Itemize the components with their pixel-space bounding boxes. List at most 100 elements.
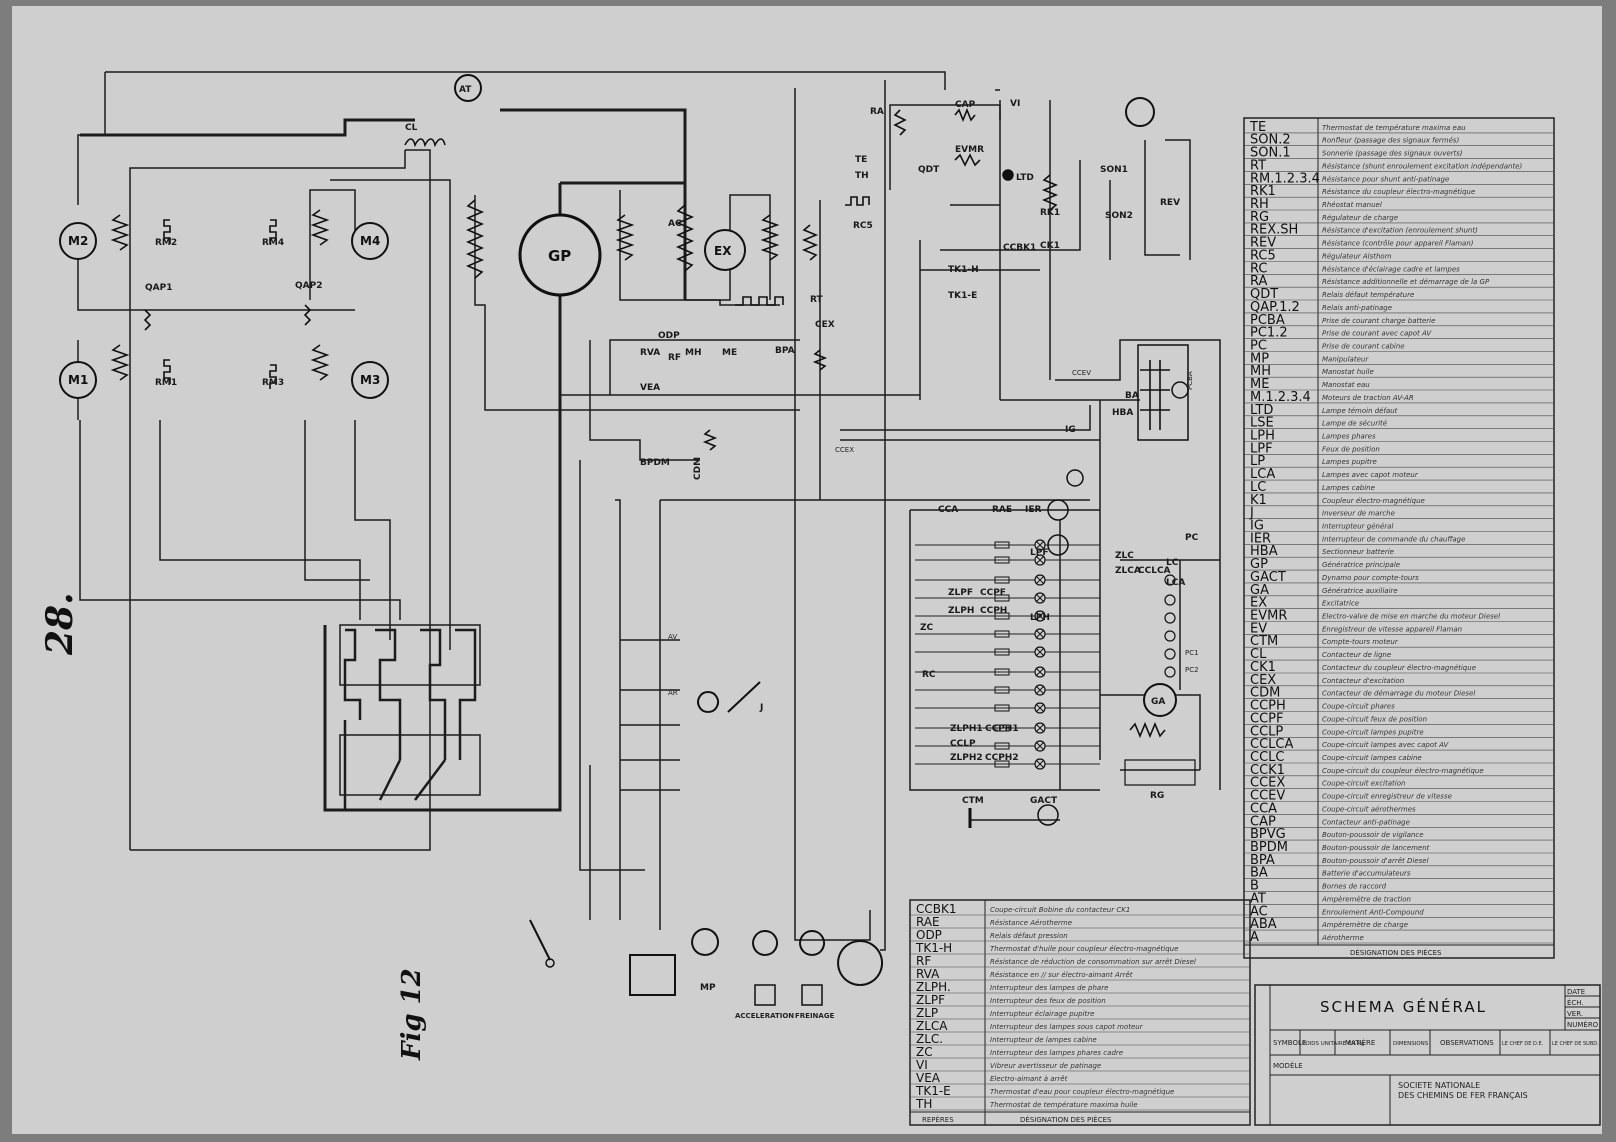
- sensor-circle: [1066, 469, 1084, 487]
- inverter-j: [697, 691, 720, 713]
- legend-right-desc: Rhéostat manuel: [1322, 201, 1382, 209]
- legend-right-code: RC: [1250, 261, 1267, 276]
- lbl-rk1: RK1: [1040, 208, 1060, 218]
- lbl-pc1: PC1: [1185, 649, 1199, 657]
- legend-bottom-code: ZLP: [916, 1006, 938, 1020]
- lbl-zlca: ZLCA: [1115, 566, 1141, 576]
- legend-bottom-code: CCBK1: [916, 902, 957, 916]
- legend-bottom-desc: Thermostat de température maxima huile: [990, 1101, 1138, 1109]
- legend-bottom-code: ZLPH.: [916, 980, 951, 994]
- lbl-lca: LCA: [1166, 578, 1185, 588]
- tb-ech: ÉCH.: [1567, 998, 1584, 1007]
- resistor-cex: [812, 349, 828, 371]
- legend-bottom-code: TK1-E: [915, 1084, 951, 1098]
- legend-right-code: K1: [1250, 493, 1267, 508]
- legend-bottom-code: VI: [916, 1058, 928, 1072]
- legend-right-code: GP: [1250, 557, 1268, 572]
- lbl-tk1e: TK1-E: [948, 291, 977, 301]
- legend-bottom-col-desc: DÉSIGNATION DES PIÈCES: [1020, 1115, 1112, 1124]
- legend-right-desc: Interrupteur général: [1322, 523, 1393, 531]
- tb-date: DATE: [1567, 988, 1585, 996]
- legend-right-desc: Sonnerie (passage des signaux ouverts): [1322, 150, 1463, 158]
- lever-left: [529, 919, 551, 961]
- legend-right-desc: Sectionneur batterie: [1322, 548, 1394, 556]
- lbl-rm3: RM3: [262, 378, 284, 388]
- motor-m4-label: M4: [360, 234, 380, 248]
- generator-label: GP: [548, 247, 571, 265]
- legend-right-code: REX.SH: [1250, 223, 1298, 238]
- rg-box: [1124, 759, 1196, 786]
- legend-right-code: AT: [1250, 891, 1266, 906]
- resistor-rex: [735, 296, 784, 306]
- figure-label: Fig 12: [397, 968, 427, 1061]
- coil-ba: [1140, 360, 1170, 430]
- mp-box: [629, 954, 676, 996]
- legend-right-code: MP: [1250, 351, 1269, 366]
- motor-m2: [59, 222, 97, 260]
- resistor-rm1: [163, 359, 171, 384]
- mp-label: MP: [700, 983, 716, 993]
- ammeter-at: [454, 74, 482, 102]
- lamp-cross: [1035, 540, 1045, 550]
- legend-right-desc: Compte-tours moteur: [1322, 638, 1399, 646]
- legend-right-code: CEX: [1250, 673, 1276, 688]
- legend-right-code: CCEV: [1250, 789, 1285, 804]
- legend-right-desc: Relais défaut température: [1322, 291, 1414, 299]
- lamp-icon: [1164, 594, 1176, 606]
- lbl-me: ME: [722, 348, 737, 358]
- lbl-cap: CAP: [955, 100, 976, 110]
- lbl-cex: CEX: [815, 320, 835, 330]
- legend-right-desc: Résistance (shunt enroulement excitation…: [1322, 162, 1522, 170]
- dial-gauge: [837, 940, 884, 986]
- legend-right-desc: Lampes phares: [1322, 433, 1376, 441]
- legend-right-code: IG: [1250, 519, 1264, 534]
- legend-right-code: AC: [1250, 904, 1268, 919]
- legend-right-desc: Contacteur d'excitation: [1322, 677, 1404, 685]
- lbl-ccbk1: CCBK1: [1003, 243, 1036, 253]
- lamp-cross: [1035, 555, 1045, 565]
- legend-bottom-code: ZLPF: [916, 993, 945, 1007]
- lbl-bpdm: BPDM: [640, 458, 670, 468]
- legend-right-code: PCBA: [1250, 313, 1285, 328]
- legend-bottom-desc: Interrupteur éclairage pupitre: [990, 1010, 1094, 1018]
- lbl-ccex: CCEX: [835, 446, 854, 454]
- battery-label: BA: [1125, 391, 1139, 401]
- lbl-zlph2: ZLPH2: [950, 753, 983, 763]
- legend-right-code: M.1.2.3.4: [1250, 390, 1311, 405]
- legend-right-code: CK1: [1250, 660, 1276, 675]
- legend-right-code: LPH: [1250, 429, 1275, 444]
- legend-right-desc: Lampe de sécurité: [1322, 420, 1388, 428]
- lbl-pc2: PC2: [1185, 666, 1199, 674]
- pedal-brake: [799, 930, 826, 956]
- lbl-rt: RT: [810, 295, 824, 305]
- lamp-cross: [1035, 629, 1045, 639]
- lbl-rm1: RM1: [155, 378, 177, 388]
- legend-right-code: CDM: [1250, 686, 1280, 701]
- field-coil-gp: [465, 199, 485, 279]
- legend-right-code: RK1: [1250, 184, 1276, 199]
- accel-label: ACCELERATION: [735, 1012, 794, 1020]
- tb-symbole: SYMBOLE: [1273, 1039, 1306, 1047]
- resistor-rm3: [269, 364, 277, 389]
- ier-1: [1047, 499, 1069, 521]
- lbl-zc: ZC: [920, 623, 934, 633]
- legend-right-code: RM.1.2.3.4: [1250, 171, 1320, 186]
- motor-m3-label: M3: [360, 373, 380, 387]
- legend-right-desc: Lampe témoin défaut: [1322, 407, 1398, 415]
- lbl-ccpf: CCPF: [980, 588, 1006, 598]
- legend-bottom-desc: Thermostat d'eau pour coupleur électro-m…: [990, 1088, 1174, 1096]
- lbl-ck1: CK1: [1040, 241, 1060, 251]
- title-block: [1254, 984, 1601, 1126]
- resistor-qap1: [143, 309, 152, 331]
- lbl-av-1: AV: [668, 633, 677, 641]
- lbl-ctm: CTM: [962, 796, 984, 806]
- fuse-icon: [994, 576, 1010, 584]
- legend-right-desc: Résistance du coupleur électro-magnétiqu…: [1322, 188, 1475, 196]
- legend-right-desc: Génératrice principale: [1322, 561, 1400, 569]
- tb-modele: MODÈLE: [1273, 1061, 1303, 1070]
- legend-right-code: ABA: [1250, 917, 1277, 932]
- legend-right-desc: Bouton-poussoir d'arrêt Diesel: [1322, 857, 1429, 865]
- company-line-2: DES CHEMINS DE FER FRANÇAIS: [1398, 1091, 1528, 1100]
- legend-bottom-col-code: REPÈRES: [922, 1115, 954, 1124]
- exciter-ex: [704, 229, 746, 271]
